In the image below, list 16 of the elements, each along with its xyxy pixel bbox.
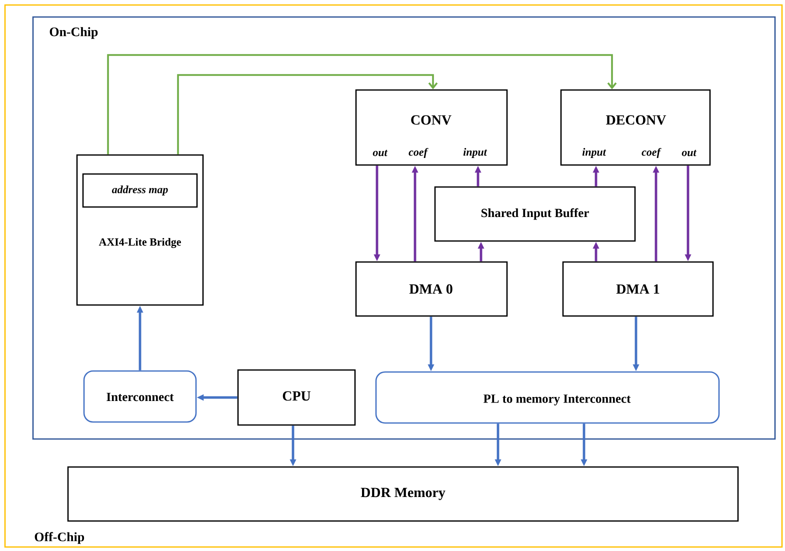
memory-box: DDR Memory xyxy=(67,466,739,522)
arrow xyxy=(107,54,617,154)
port-label: out xyxy=(372,150,388,156)
port-label: input xyxy=(582,148,606,158)
port-label: coef xyxy=(642,148,662,158)
interconnect-box: PL to memory Interconnect xyxy=(375,371,720,424)
port-label: input xyxy=(463,148,488,158)
buffer-box: Shared Input Buffer xyxy=(434,186,636,242)
cpu-box: CPU xyxy=(237,369,356,426)
interconnect-box: Interconnect xyxy=(83,370,197,423)
port-label: out xyxy=(682,150,697,156)
dma-box: DMA 1 xyxy=(562,261,714,317)
dma-box: DMA 0 xyxy=(355,261,508,317)
port-label: coef xyxy=(408,148,428,158)
address-map-box: address map xyxy=(82,173,198,208)
arrow xyxy=(177,74,438,154)
